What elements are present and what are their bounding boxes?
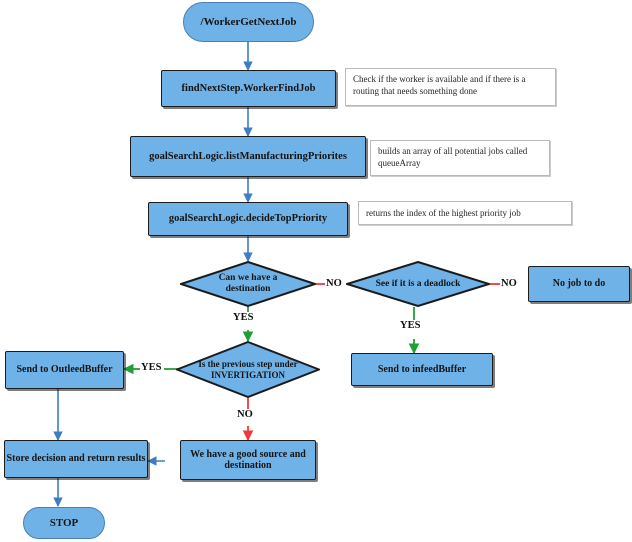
node-list-manufacturing-priorities[interactable]: goalSearchLogic.listManufacturingPriorit…: [130, 136, 366, 177]
note-worker-available-text: Check if the worker is available and if …: [353, 74, 526, 96]
diamond-shape: [346, 261, 490, 307]
node-good-source-and-destination[interactable]: We have a good source and destination: [180, 440, 316, 480]
edge-label-dest-yes: YES: [232, 312, 255, 323]
node-decision-deadlock[interactable]: See if it is a deadlock: [346, 261, 490, 307]
edge-label-deadlock-no: NO: [500, 278, 518, 289]
node-decide-top-priority-label: goalSearchLogic.decideTopPriority: [168, 213, 328, 225]
node-decision-investigation-label: Is the previous step under INVERTIGATION: [198, 359, 298, 380]
node-decision-destination[interactable]: Can we have a destination: [180, 261, 316, 307]
edge-label-dest-no: NO: [325, 278, 343, 289]
node-start[interactable]: /WorkerGetNextJob: [183, 2, 314, 42]
edge-label-deadlock-yes: YES: [399, 320, 422, 331]
node-send-to-outfeed-buffer[interactable]: Send to OutleedBuffer: [5, 351, 124, 389]
note-queue-array-text: builds an array of all potential jobs ca…: [378, 146, 528, 168]
node-store-decision-label: Store decision and return results: [6, 453, 146, 465]
node-decision-destination-label: Can we have a destination: [218, 273, 278, 294]
edge-label-invest-yes: YES: [140, 362, 163, 373]
node-decision-investigation[interactable]: Is the previous step under INVERTIGATION: [176, 341, 320, 398]
node-stop[interactable]: STOP: [23, 507, 105, 539]
node-stop-label: STOP: [49, 516, 79, 529]
note-highest-priority-index-text: returns the index of the highest priorit…: [366, 207, 521, 218]
edge-label-invest-no: NO: [236, 409, 254, 420]
note-queue-array: builds an array of all potential jobs ca…: [370, 140, 550, 176]
diamond-shape: [180, 261, 316, 307]
node-find-next-step-label: findNextStep.WorkerFindJob: [181, 82, 316, 94]
node-no-job-to-do-label: No job to do: [552, 278, 606, 290]
node-start-label: /WorkerGetNextJob: [200, 15, 297, 28]
node-decision-deadlock-label: See if it is a deadlock: [375, 278, 461, 289]
node-find-next-step[interactable]: findNextStep.WorkerFindJob: [161, 70, 336, 107]
node-list-manufacturing-priorities-label: goalSearchLogic.listManufacturingPriorit…: [149, 150, 347, 162]
node-send-to-infeed-buffer[interactable]: Send to infeedBuffer: [351, 353, 493, 386]
node-send-to-infeed-buffer-label: Send to infeedBuffer: [377, 363, 467, 375]
node-send-to-outfeed-buffer-label: Send to OutleedBuffer: [16, 364, 113, 376]
note-highest-priority-index: returns the index of the highest priorit…: [358, 201, 572, 225]
node-no-job-to-do[interactable]: No job to do: [528, 266, 630, 302]
node-store-decision[interactable]: Store decision and return results: [4, 440, 148, 478]
node-good-source-and-destination-label: We have a good source and destination: [190, 448, 306, 471]
note-worker-available: Check if the worker is available and if …: [345, 68, 556, 106]
diamond-shape: [176, 341, 320, 398]
node-decide-top-priority[interactable]: goalSearchLogic.decideTopPriority: [148, 202, 348, 236]
